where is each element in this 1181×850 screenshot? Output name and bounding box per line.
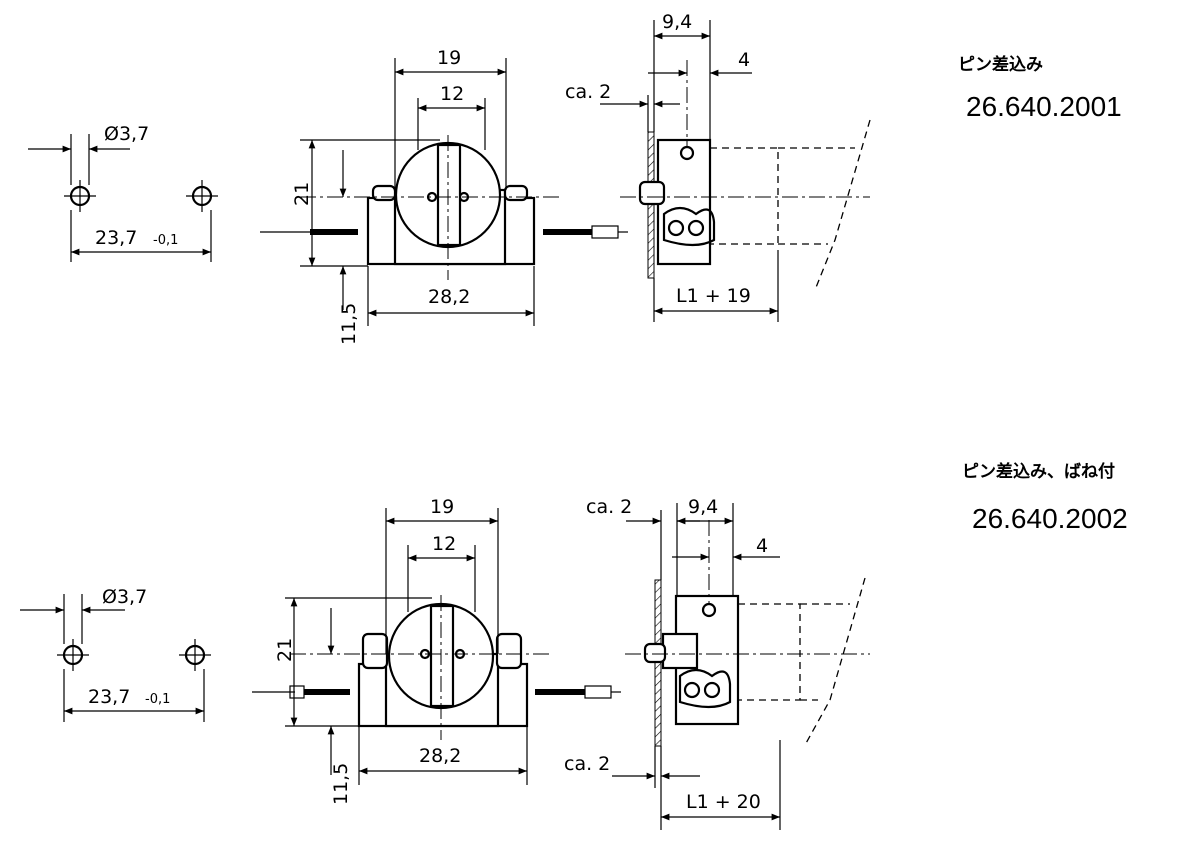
hole-spacing-label: 23,7: [95, 227, 137, 249]
variant-top-caption: ピン差込み 26.640.2001: [958, 54, 1122, 122]
panel-clearance-top-label: ca. 2: [586, 496, 632, 518]
side-view-top: 9,4 4 ca. 2 L1 + 19: [565, 11, 871, 322]
variant-top-drawing: Ø3,7 23,7 -0,1 19: [28, 11, 1122, 345]
center-height-label: 11,5: [338, 303, 360, 345]
hole-pattern-view-top: Ø3,7 23,7 -0,1: [28, 123, 218, 262]
variant-top-part-number: 26.640.2001: [966, 91, 1122, 122]
center-height-label: 11,5: [330, 763, 352, 805]
front-view-bottom: 19 12 21 11,5 28,2: [252, 496, 621, 805]
side-view-bottom: 9,4 4 ca. 2 ca. 2 L1 + 20: [564, 496, 870, 830]
variant-bottom-name: ピン差込み、ばね付: [962, 461, 1115, 482]
height-label: 21: [291, 182, 313, 206]
side-pin-label: 4: [738, 49, 750, 71]
width-outer-label: 19: [437, 47, 461, 69]
base-width-label: 28,2: [419, 745, 461, 767]
width-outer-label: 19: [430, 496, 454, 518]
side-pin-label: 4: [756, 535, 768, 557]
side-depth-label: 9,4: [662, 11, 692, 33]
variant-top-name: ピン差込み: [958, 54, 1043, 75]
panel-clearance-bottom-label: ca. 2: [564, 753, 610, 775]
variant-bottom-drawing: Ø3,7 23,7 -0,1: [20, 461, 1128, 830]
hole-diameter-label: Ø3,7: [104, 123, 149, 145]
hole-pattern-view-bottom: Ø3,7 23,7 -0,1: [20, 586, 211, 722]
length-label: L1 + 20: [686, 791, 761, 813]
width-inner-label: 12: [432, 533, 456, 555]
width-inner-label: 12: [440, 83, 464, 105]
length-label: L1 + 19: [676, 285, 751, 307]
hole-spacing-tolerance: -0,1: [145, 692, 170, 707]
panel-clearance-label: ca. 2: [565, 81, 611, 103]
variant-bottom-part-number: 26.640.2002: [972, 503, 1128, 534]
base-width-label: 28,2: [428, 286, 470, 308]
height-label: 21: [274, 638, 296, 662]
hole-spacing-tolerance: -0,1: [153, 233, 178, 248]
front-view-top: 19 12 21 11,5 28,2: [260, 47, 628, 345]
hole-diameter-label: Ø3,7: [102, 586, 147, 608]
hole-spacing-label: 23,7: [88, 686, 130, 708]
side-depth-label: 9,4: [688, 496, 718, 518]
variant-bottom-caption: ピン差込み、ばね付 26.640.2002: [962, 461, 1128, 534]
